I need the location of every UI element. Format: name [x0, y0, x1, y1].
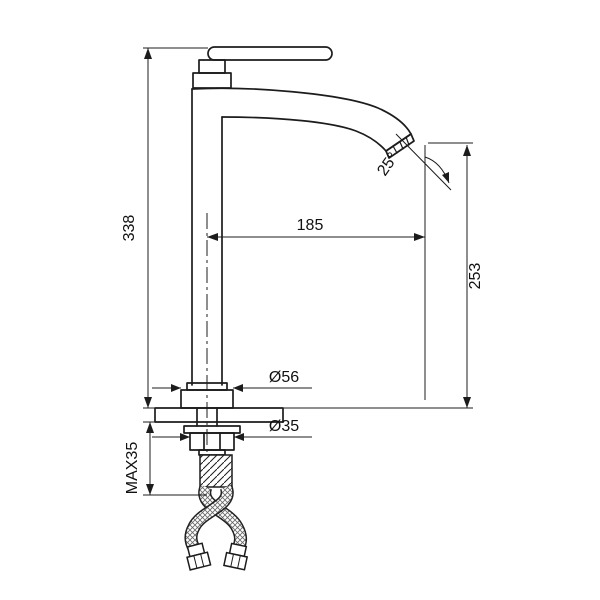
- total-height-label: 338: [121, 215, 138, 242]
- dimension-annotations: 338 185 253 25°: [121, 47, 484, 496]
- threaded-shank-section: [199, 454, 233, 488]
- faucet-outline: [154, 46, 415, 456]
- base-diameter-label: Ø56: [269, 369, 299, 386]
- hose-right-braid: [186, 485, 233, 551]
- cartridge-neck: [198, 59, 226, 74]
- dim-base-diameter: Ø56: [152, 369, 312, 392]
- mounting-deck: [154, 407, 284, 423]
- handle-lever: [207, 46, 333, 61]
- washer: [183, 425, 241, 434]
- hole-diameter-label: Ø35: [269, 418, 299, 435]
- dim-hole-diameter: Ø35: [152, 418, 312, 441]
- hose-left-braid: [199, 485, 246, 551]
- spout-bottom-edge: [221, 116, 387, 152]
- hose-fitting-left: [186, 542, 212, 571]
- spout-top-edge: [191, 87, 412, 135]
- spout-reach-label: 185: [297, 217, 324, 234]
- outlet-angle-label: 25°: [374, 150, 402, 180]
- dim-outlet-height: 253: [283, 142, 484, 409]
- aerator-hatch: [392, 136, 410, 154]
- aerator-ring: [385, 133, 415, 159]
- lock-nut: [189, 432, 235, 451]
- dim-total-height: 338: [121, 47, 208, 409]
- dim-spout-reach: 185: [207, 145, 426, 400]
- supply-hoses: [184, 484, 249, 571]
- outlet-height-label: 253: [467, 263, 484, 290]
- dim-max-deck-thickness: MAX35: [124, 421, 207, 496]
- max-deck-thickness-label: MAX35: [124, 442, 141, 495]
- hose-fitting-right: [223, 542, 249, 571]
- cartridge-cap: [192, 72, 232, 89]
